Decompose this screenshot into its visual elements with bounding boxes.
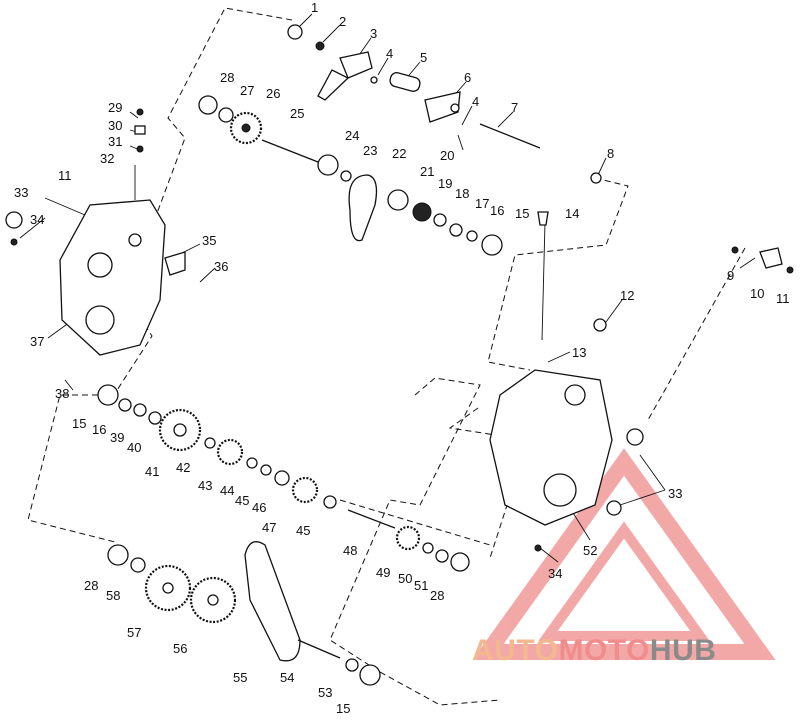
logo-part-hub: HUB [649,634,717,667]
callout-26: 26 [266,86,280,101]
callout-28c: 28 [84,578,98,593]
callout-49: 49 [376,565,390,580]
callout-15c: 15 [336,701,350,715]
callout-2: 2 [339,14,346,29]
callout-50: 50 [398,571,412,586]
callout-34: 34 [30,212,44,227]
callout-30: 30 [108,118,122,133]
callout-58: 58 [106,588,120,603]
bottom-gear-stack [107,541,381,686]
callout-27: 27 [240,83,254,98]
callout-17: 17 [475,196,489,211]
callout-46: 46 [252,500,266,515]
callout-labels: 1 2 3 4 5 6 4 7 8 20 28 27 26 25 24 23 2… [14,0,790,716]
callout-41: 41 [145,464,159,479]
callout-48: 48 [343,543,357,558]
callout-11b: 11 [776,291,790,306]
logo-part-auto: AUTO [472,634,559,667]
callout-54: 54 [280,670,294,685]
callout-38: 38 [55,386,69,401]
callout-18: 18 [455,186,469,201]
callout-4b: 4 [472,94,479,109]
callout-37: 37 [30,334,44,349]
callout-52: 52 [583,543,597,558]
callout-40: 40 [127,440,141,455]
callout-14: 14 [565,206,579,221]
callout-29: 29 [108,100,122,115]
callout-44: 44 [220,483,234,498]
callout-33: 33 [14,185,28,200]
callout-1: 1 [311,0,318,15]
callout-43: 43 [198,478,212,493]
callout-13: 13 [572,345,586,360]
callout-56: 56 [173,641,187,656]
callout-10: 10 [750,286,764,301]
upper-shaft-stack [198,95,549,256]
callout-19: 19 [438,176,452,191]
callout-22: 22 [392,146,406,161]
callout-8: 8 [607,146,614,161]
callout-21: 21 [420,164,434,179]
logo-part-moto: MOTO [558,634,650,667]
callout-28: 28 [220,70,234,85]
callout-45: 45 [235,493,249,508]
callout-32: 32 [100,151,114,166]
callout-42: 42 [176,460,190,475]
callout-6: 6 [464,70,471,85]
middle-gear-stack [97,384,470,572]
callout-16b: 16 [92,422,106,437]
callout-15b: 15 [72,416,86,431]
callout-15: 15 [515,206,529,221]
watermark-triangle [472,448,776,660]
callout-31: 31 [108,134,122,149]
right-housing [489,246,794,552]
callout-12: 12 [620,288,634,303]
callout-36: 36 [214,259,228,274]
callout-57: 57 [127,625,141,640]
left-housing [5,108,186,356]
callout-45b: 45 [296,523,310,538]
callout-20: 20 [440,148,454,163]
callout-55: 55 [233,670,247,685]
callout-47: 47 [262,520,276,535]
callout-4: 4 [386,46,393,61]
callout-9: 9 [727,268,734,283]
callout-28b: 28 [430,588,444,603]
callout-11: 11 [58,168,72,183]
callout-3: 3 [370,26,377,41]
callout-39: 39 [110,430,124,445]
callout-34b: 34 [548,566,562,581]
callout-7: 7 [511,100,518,115]
watermark-logo: AUTOMOTOHUB [472,634,716,668]
callout-25: 25 [290,106,304,121]
shift-fork-assembly [287,24,602,184]
callout-53: 53 [318,685,332,700]
callout-35: 35 [202,233,216,248]
callout-24: 24 [345,128,359,143]
callout-33b: 33 [668,486,682,501]
callout-23: 23 [363,143,377,158]
callout-51: 51 [414,578,428,593]
assembly-dashed-lines [27,7,746,706]
callout-16: 16 [490,203,504,218]
callout-5: 5 [420,50,427,65]
